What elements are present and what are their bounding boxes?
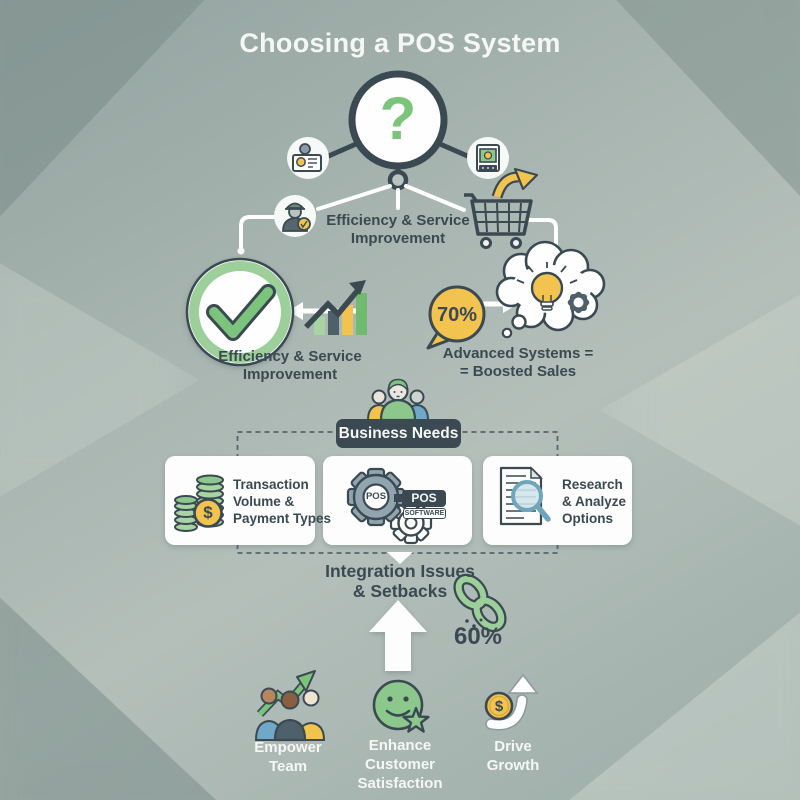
stat-70-value: 70% (436, 304, 478, 326)
lightbulb-icon (530, 271, 564, 305)
rays (516, 262, 578, 284)
pos-terminal-icon (467, 137, 509, 179)
checkmark-circle-icon (185, 257, 295, 367)
mid-flow-label: Efficiency & Service Improvement (326, 212, 470, 247)
stat-70-caption: Advanced Systems = = Boosted Sales (442, 345, 594, 380)
gear-icon (567, 291, 590, 314)
up-arrow-icon (369, 600, 427, 671)
clerk-person-icon (274, 195, 316, 237)
down-triangle-icon (387, 552, 413, 564)
question-mark-glyph: ? (379, 85, 417, 152)
software-tag: SOFTWARE (403, 508, 446, 519)
benefit-label: Efficiency & Service Improvement (218, 348, 362, 383)
pos-tag: POS (402, 490, 446, 507)
question-mark-circle (348, 70, 448, 170)
growth-coin-dollar-symbol: $ (494, 698, 504, 715)
outcome-growth-label: Drive Growth (486, 738, 540, 774)
line-end-dot (237, 247, 245, 255)
gear-pos-text: POS (365, 491, 387, 502)
id-card-person-icon (287, 137, 329, 179)
idea-cloud-lightbulb-gear-icon (495, 240, 606, 339)
integration-label: Integration Issues & Setbacks (325, 561, 475, 602)
coin-stacks-icon (174, 474, 224, 532)
shopping-cart-arrow-icon (464, 167, 539, 249)
stat-60-value: 60% (453, 623, 503, 650)
team-group-icon (366, 378, 430, 422)
card-transaction-label: Transaction Volume & Payment Types (233, 477, 332, 526)
card-research-label: Research & Analyze Options (562, 477, 627, 526)
white-connector-lines (239, 184, 558, 249)
speech-bubble-icon (426, 285, 486, 350)
coin-dollar-symbol: $ (203, 503, 213, 522)
document-magnifier-icon (499, 466, 551, 526)
business-needs-box: Business Needs (336, 419, 461, 448)
junction-node (387, 169, 409, 191)
team-growth-arrow-icon (254, 670, 326, 742)
growth-bar-chart-icon (304, 280, 367, 335)
dollar-coin-icon (193, 498, 223, 528)
dollar-coin-up-arrow-icon (484, 673, 539, 731)
outcome-satisfaction-label: Enhance Customer Satisfaction (357, 737, 443, 792)
page-title: Choosing a POS System (239, 28, 561, 58)
outcome-empower-label: Empower Team (254, 739, 322, 775)
chain-link-icon (453, 573, 507, 633)
smiley-star-icon (372, 679, 430, 733)
